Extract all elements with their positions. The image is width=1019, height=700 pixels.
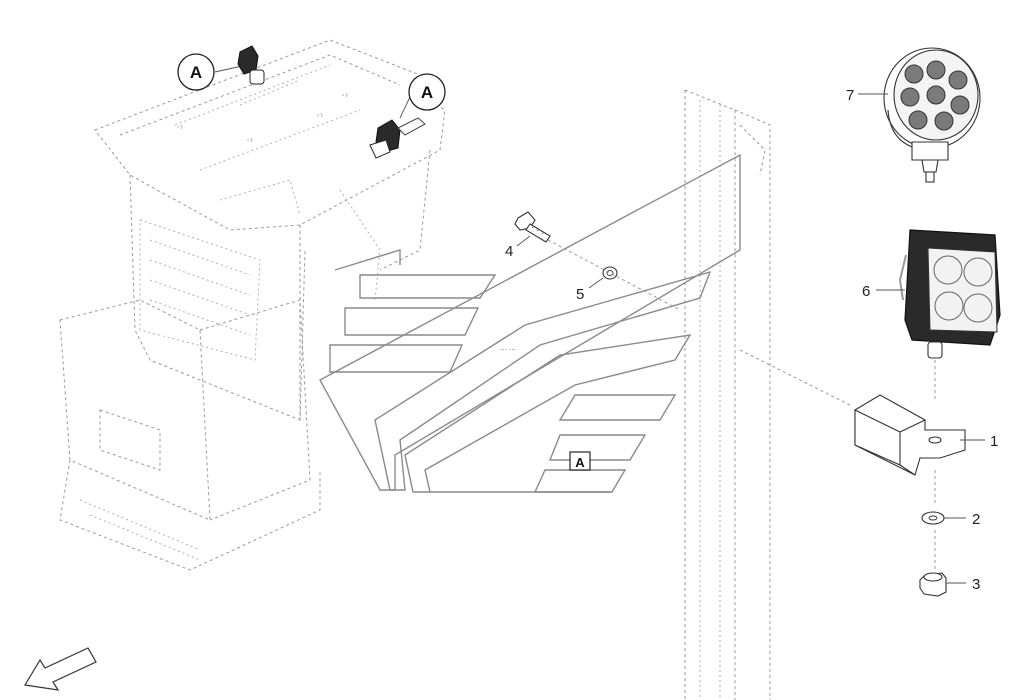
part-5-washer: 5 [576,266,618,303]
roof-lamp-right [369,117,426,159]
decal-chevron-outlines: ⋯ ⋯ [319,153,741,493]
callout-a-box-label: A [575,455,585,470]
callout-a-top-label: A [190,63,202,82]
callout-a-box: A [569,451,591,471]
part-2-washer: 2 [921,511,980,528]
part-7-round-lamp: 7 [846,47,981,183]
direction-arrow-icon [24,647,97,691]
part-3-nut: 3 [919,572,980,597]
cab-pillar-outline [684,89,771,700]
machine-cab-outline [59,39,446,571]
part-number-4: 4 [505,243,513,260]
assembly-line-bracket [739,349,851,406]
part-6-square-lamp: 6 [862,229,1001,359]
callout-a-right-label: A [421,83,433,102]
part-number-1: 1 [990,433,998,450]
part-4-bolt: 4 [505,211,551,260]
part-1-bracket: 1 [854,394,998,476]
part-number-2: 2 [972,511,980,528]
roof-lamp-top [237,45,265,85]
decal-small-marks: ⋯ ⋯ [500,347,516,354]
part-number-3: 3 [972,576,980,593]
callout-a-top: A [177,45,265,91]
part-number-7: 7 [846,87,854,104]
assembly-line-bolt [547,239,681,311]
callout-a-right: A [369,73,446,159]
part-number-6: 6 [862,283,870,300]
part-number-5: 5 [576,286,584,303]
